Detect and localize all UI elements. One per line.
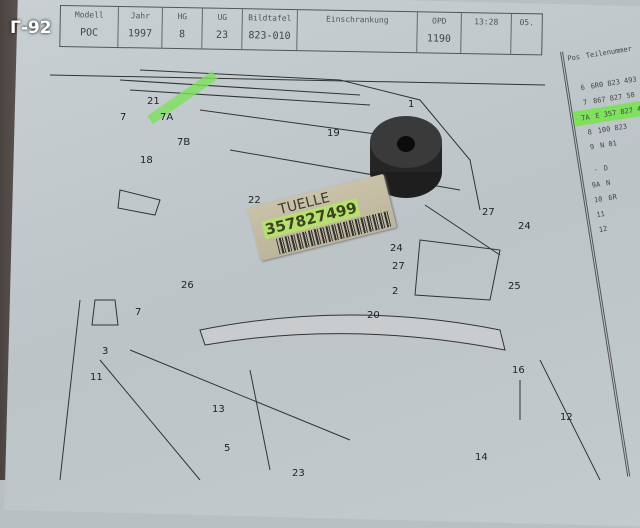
hood-lines [119,79,461,191]
callout: 21 [147,96,160,107]
callout: 14 [475,452,488,463]
callout: 25 [508,281,521,292]
callout: 7A [160,112,174,123]
pos-cell: 11 [595,209,606,219]
part-cell: 6R [607,192,618,202]
exploded-parts-diagram [49,69,601,480]
callout: 11 [90,372,103,383]
diagram-frame [49,74,546,86]
callout: 13 [212,404,225,415]
pos-cell: 7 [582,97,588,107]
pos-cell: 6 [579,83,586,92]
pos-cell: - [592,165,599,174]
part-cell: D [603,163,609,173]
seal-strip [199,314,506,351]
bump-stop-7 [91,299,119,326]
callout: 5 [224,443,231,454]
pos-cell: 9 [589,142,595,151]
hinge [414,204,501,301]
callout: 2 [392,286,399,297]
callout: 19 [327,128,340,139]
clip-18 [117,189,161,216]
column-header: Pos [566,52,581,63]
hood-outline [139,69,481,211]
lock-lines [519,359,601,480]
callout: 3 [102,346,109,357]
callout: 16 [512,365,525,376]
callout: 7 [135,307,142,318]
part-cell: N [605,178,611,187]
callout: 24 [390,243,403,254]
part-cell: 100 823 [597,121,628,135]
callout: 23 [292,468,305,479]
pos-cell: 9A [591,179,601,190]
pos-cell: 7A [580,112,591,122]
rod-lines [59,299,351,480]
callout: 27 [482,207,495,218]
callout: 22 [248,195,261,206]
callout: 27 [392,261,405,272]
callout: 26 [181,280,194,291]
pos-cell: 8 [587,127,593,137]
highlighter-mark [147,70,218,125]
pos-cell: 10 [593,194,604,204]
callout: 12 [560,412,573,423]
rubber-grommet [370,116,442,198]
callout: 7 [120,112,127,123]
callout: 24 [518,221,531,232]
callout: 1 [408,99,415,110]
watermark-tag: Г-92 [10,18,52,38]
pos-cell: 12 [598,224,608,234]
callout: 7B [177,137,191,148]
callout: 18 [140,155,153,166]
part-cell: N 01 [599,138,618,150]
callout: 20 [367,310,380,321]
